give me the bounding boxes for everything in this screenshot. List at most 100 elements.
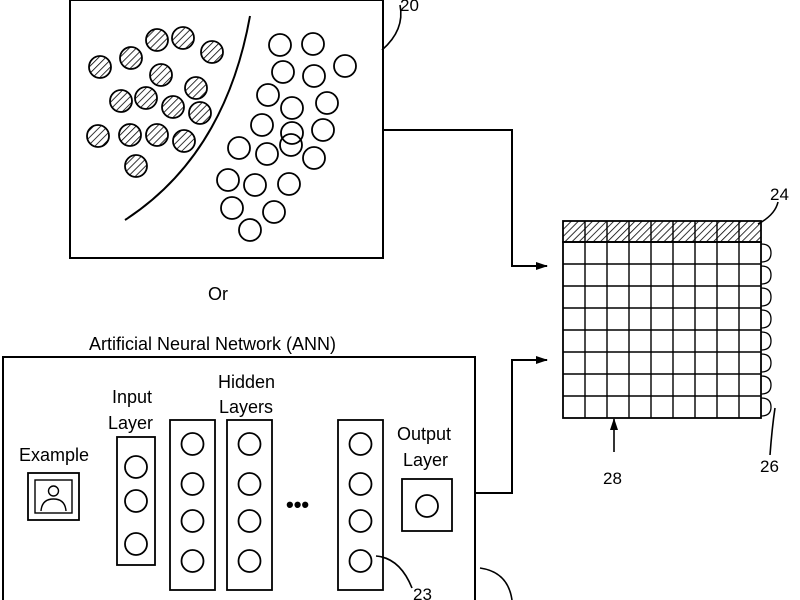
hatched-point (145, 28, 169, 52)
hatched-point (134, 86, 158, 110)
input-layer-label-line2: Layer (108, 413, 153, 433)
plot-to-matrix-arrow (383, 129, 548, 270)
example-label: Example (19, 445, 89, 465)
or-label: Or (208, 284, 228, 304)
input-layer (116, 436, 156, 566)
decision-boundary (124, 15, 251, 221)
example-image (27, 472, 80, 521)
open-point (220, 196, 244, 220)
ann-frame (2, 356, 476, 600)
open-point (311, 118, 335, 142)
open-point (255, 142, 279, 166)
layer-box (116, 436, 156, 566)
ann-frame-leader (479, 567, 513, 600)
plot-frame (69, 0, 384, 259)
matrix-row-bracket (760, 243, 772, 263)
hatched-point (171, 26, 195, 50)
open-point (280, 121, 304, 145)
hidden-layer-n (337, 419, 384, 591)
open-point (333, 54, 357, 78)
open-point (271, 60, 295, 84)
neuron (237, 472, 262, 496)
open-point (302, 64, 326, 88)
hidden-layer-2 (226, 419, 273, 591)
matrix-row-bracket (760, 331, 772, 351)
open-point (279, 133, 303, 157)
hatched-point (119, 46, 143, 70)
open-point (280, 96, 304, 120)
hatched-point (172, 129, 196, 153)
hatched-point (118, 123, 142, 147)
ref-label-23: 23 (413, 585, 432, 600)
open-point (243, 173, 267, 197)
hidden-layers-label-line2: Layers (219, 397, 273, 417)
ref-label-26: 26 (760, 457, 779, 476)
ann-title: Artificial Neural Network (ANN) (89, 334, 336, 354)
neuron (348, 549, 373, 573)
input-layer-label-line1: Input (112, 387, 152, 407)
ref-24-leader (757, 201, 779, 225)
ref-20-leader (381, 4, 402, 51)
open-class-points (216, 32, 357, 242)
neuron (348, 509, 373, 533)
output-layer-label-line2: Layer (403, 450, 448, 470)
hatched-point (188, 101, 212, 125)
hatched-point (161, 95, 185, 119)
neuron (180, 472, 205, 496)
hidden-layer-1 (169, 419, 216, 591)
matrix-grid (562, 221, 762, 419)
matrix-row-bracket (760, 309, 772, 329)
hatched-point (86, 124, 110, 148)
hatched-class-points (86, 26, 224, 178)
person-icon-head (47, 485, 60, 497)
neuron (348, 472, 373, 496)
matrix-row-bracket (760, 353, 772, 373)
ref-label-24: 24 (770, 185, 789, 204)
hatched-point (124, 154, 148, 178)
ref-label-20: 20 (400, 0, 419, 15)
neuron (348, 432, 373, 456)
open-point (268, 33, 292, 57)
open-point (262, 200, 286, 224)
hatched-point (145, 123, 169, 147)
layer-box (226, 419, 273, 591)
neuron (237, 432, 262, 456)
neuron (180, 432, 205, 456)
layer-box (337, 419, 384, 591)
neuron (124, 455, 148, 479)
open-point (250, 113, 274, 137)
ref-23-leader (375, 555, 413, 589)
hatched-point (184, 76, 208, 100)
ann-to-matrix-arrow (475, 356, 548, 494)
output-layer-label-line1: Output (397, 424, 451, 444)
hatched-point (88, 55, 112, 79)
open-point (315, 91, 339, 115)
ref-26-leader (769, 407, 776, 456)
matrix-header-row (562, 220, 762, 243)
classifier-plot (69, 0, 384, 259)
neuron (237, 509, 262, 533)
neuron (180, 509, 205, 533)
open-point (301, 32, 325, 56)
hatched-point (109, 89, 133, 113)
matrix-row-bracket (760, 375, 772, 395)
neuron (180, 549, 205, 573)
open-point (302, 146, 326, 170)
matrix-row-bracket (760, 397, 772, 417)
neuron (124, 489, 148, 513)
hatched-point (149, 63, 173, 87)
output-layer (401, 478, 453, 532)
open-point (256, 83, 280, 107)
open-point (277, 172, 301, 196)
neuron (415, 494, 439, 518)
open-point (238, 218, 262, 242)
open-point (227, 136, 251, 160)
layer-box (401, 478, 453, 532)
hidden-layers-ellipsis: ••• (286, 492, 309, 517)
matrix-row-bracket (760, 265, 772, 285)
open-point (216, 168, 240, 192)
hatched-point (200, 40, 224, 64)
layer-box (169, 419, 216, 591)
matrix-row-brackets (760, 243, 772, 417)
neuron (124, 532, 148, 556)
